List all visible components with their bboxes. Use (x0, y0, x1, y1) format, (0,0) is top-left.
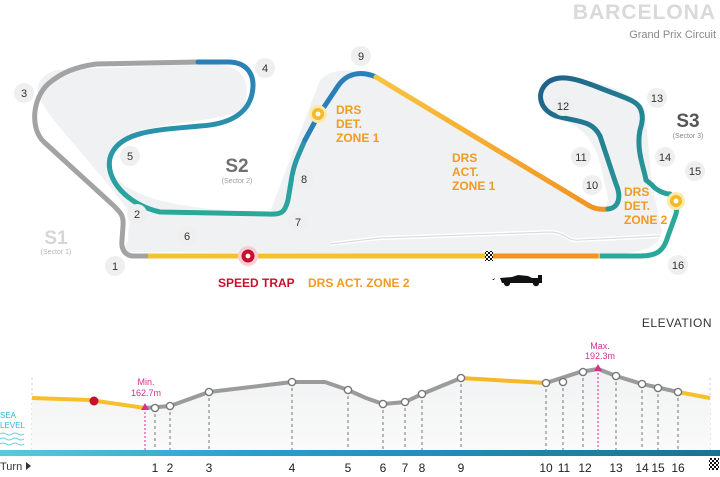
finish-flag-icon (709, 458, 719, 470)
sea-level-label-2: LEVEL (0, 421, 25, 430)
elevation-turn-12: 12 (578, 461, 592, 475)
turn-marker-6: 6 (184, 231, 190, 243)
turn-marker-15: 15 (689, 166, 701, 178)
elevation-turn-5: 5 (345, 461, 352, 475)
drs-det-zone-1-line-2: DET. (336, 117, 362, 131)
track-sector3 (538, 75, 673, 212)
sea-level-label-1: SEA (0, 411, 17, 420)
sector-1-label: S1 (44, 228, 68, 249)
turn-marker-10: 10 (586, 180, 598, 192)
turn-marker-16: 16 (672, 260, 684, 272)
sector-2-label: S2 (225, 156, 248, 177)
elevation-turn-6: 6 (380, 461, 387, 475)
turn-markers: 1 2 3 4 5 6 7 8 9 10 11 12 13 14 15 16 (14, 46, 705, 276)
drs-detection-point-2 (667, 192, 685, 210)
turn-marker-9: 9 (358, 51, 364, 63)
elevation-turn-7: 7 (402, 461, 409, 475)
turn-marker-1: 1 (112, 261, 118, 273)
elevation-turn-1: 1 (152, 461, 159, 475)
turn-marker-4: 4 (262, 63, 268, 75)
elevation-min-label: Min. (137, 377, 154, 387)
drs-det-zone-1-line-3: ZONE 1 (336, 131, 380, 145)
sector-1-sublabel: (Sector 1) (41, 249, 72, 256)
sea-level-bar (0, 450, 720, 456)
circuit-subtitle: Grand Prix Circuit (629, 29, 716, 41)
sector-3-sublabel: (Sector 3) (673, 133, 704, 140)
start-finish-line (485, 251, 493, 261)
turn-marker-14: 14 (659, 152, 671, 164)
elevation-turn-2: 2 (167, 461, 174, 475)
drs-det-zone-2-line-3: ZONE 2 (624, 213, 668, 227)
sea-waves-icon (0, 432, 25, 446)
elevation-speed-trap-dot (89, 396, 99, 406)
track-map: 1 2 3 4 5 6 7 8 9 10 11 12 13 14 15 16 S… (14, 46, 705, 290)
elevation-turn-13: 13 (609, 461, 623, 475)
elevation-max-marker (594, 364, 602, 371)
turn-marker-7: 7 (295, 217, 301, 229)
elevation-max-value: 192.3m (585, 351, 615, 361)
elevation-turn-4: 4 (289, 461, 296, 475)
sector-3-label: S3 (676, 111, 699, 132)
drs-act-zone-1-line-3: ZONE 1 (452, 179, 496, 193)
track-sector2 (106, 59, 308, 217)
turn-marker-2: 2 (134, 209, 140, 221)
race-car-icon (492, 275, 542, 287)
elevation-min-marker (141, 403, 149, 410)
elevation-turn-16: 16 (671, 461, 685, 475)
elevation-turn-10: 10 (539, 461, 553, 475)
circuit-title: BARCELONA (573, 1, 716, 24)
elevation-turn-14: 14 (635, 461, 649, 475)
speed-trap-label: SPEED TRAP (218, 276, 295, 290)
elevation-turn-9: 9 (458, 461, 465, 475)
drs-act-zone-1-line-1: DRS (452, 151, 477, 165)
drs-det-zone-1-line-1: DRS (336, 103, 361, 117)
elevation-turn-15: 15 (651, 461, 665, 475)
drs-det-zone-2-line-1: DRS (624, 185, 649, 199)
speed-trap-marker (238, 246, 258, 266)
elevation-profile: ELEVATION (0, 316, 720, 475)
turn-marker-8: 8 (301, 174, 307, 186)
track-sector1 (32, 59, 201, 259)
drs-det-zone-2-line-2: DET. (624, 199, 650, 213)
turn-axis-arrow-icon (26, 462, 31, 470)
sector-2-sublabel: (Sector 2) (222, 178, 253, 185)
elevation-turn-11: 11 (558, 461, 571, 475)
elevation-title: ELEVATION (642, 316, 712, 330)
drs-act-zone-2-label: DRS ACT. ZONE 2 (308, 276, 410, 290)
elevation-turn-8: 8 (419, 461, 426, 475)
drs-act-zone-1-line-2: ACT. (452, 165, 479, 179)
turn-marker-5: 5 (127, 151, 133, 163)
turn-marker-13: 13 (651, 93, 663, 105)
turn-marker-11: 11 (575, 152, 586, 164)
elevation-turn-3: 3 (206, 461, 213, 475)
turn-axis-label: Turn (0, 461, 22, 473)
turn-marker-12: 12 (557, 101, 569, 113)
turn-marker-3: 3 (21, 88, 27, 100)
drs-detection-point-1 (309, 105, 327, 123)
elevation-min-value: 162.7m (131, 388, 161, 398)
elevation-max-label: Max. (590, 341, 610, 351)
